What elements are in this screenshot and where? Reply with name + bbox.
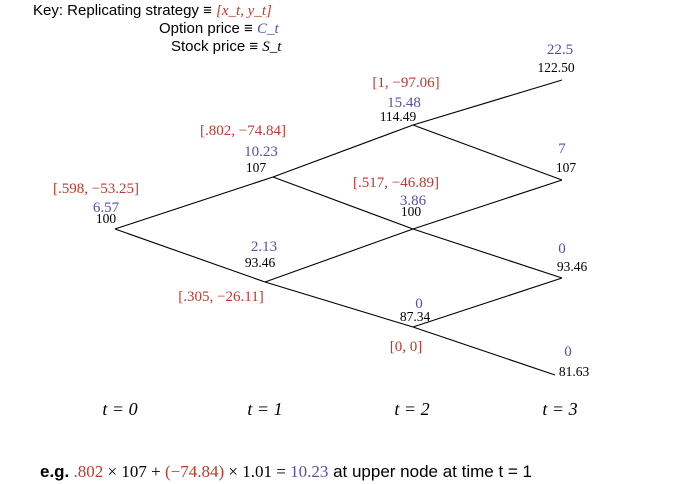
example-mid1: × 107 + (103, 462, 165, 481)
key-strategy-label: Key: Replicating strategy ≡ (33, 2, 217, 19)
node-stock-price-n0: 100 (96, 211, 117, 226)
node-stock-price-n2dd: 87.34 (400, 309, 431, 324)
example-formula: e.g. .802 × 107 + (−74.84) × 1.01 = 10.2… (40, 462, 532, 482)
node-stock-price-n3a: 122.50 (537, 60, 574, 75)
example-mid2: × 1.01 = (224, 462, 291, 481)
node-stock-price-n1d: 93.46 (245, 255, 276, 270)
node-option-price-n2dd: 0 (415, 296, 423, 312)
key-option-value: C_t (256, 21, 279, 37)
node-option-price-n2ud: 3.86 (400, 193, 427, 209)
node-option-price-n3b: 7 (558, 141, 566, 157)
tree-edge-n1u-n2uu (272, 124, 414, 178)
example-prefix: e.g. (40, 462, 70, 481)
node-strategy-n1d: [.305, −26.11] (178, 289, 263, 305)
tree-edge-n1d-n2dd (264, 281, 414, 328)
key-option-label: Option price ≡ (159, 20, 257, 37)
node-option-price-n1d: 2.13 (251, 239, 277, 255)
time-label-2: t = 2 (394, 399, 429, 419)
node-strategy-n2ud: [.517, −46.89] (353, 175, 439, 191)
tree-edge-n0-n1d (114, 228, 266, 283)
tree-edge-n2dd-n3c (412, 277, 563, 328)
node-strategy-n2uu: [1, −97.06] (372, 75, 439, 91)
node-option-price-n0: 6.57 (93, 200, 120, 216)
tree-edge-n2ud-n3c (412, 228, 563, 279)
node-stock-price-n3c: 93.46 (557, 259, 588, 274)
key-line-strategy: Key: Replicating strategy ≡ [x_t, y_t] (33, 2, 272, 20)
node-stock-price-n3b: 107 (556, 160, 577, 175)
node-strategy-n0: [.598, −53.25] (53, 181, 139, 197)
node-option-price-n2uu: 15.48 (387, 95, 421, 111)
time-label-0: t = 0 (102, 399, 137, 419)
key-stock-value: S_t (262, 39, 282, 55)
node-option-price-n3a: 22.5 (547, 42, 573, 58)
time-label-1: t = 1 (247, 399, 282, 419)
node-strategy-n1u: [.802, −74.84] (200, 123, 286, 139)
tree-edge-n2dd-n3d (412, 326, 556, 376)
node-stock-price-n1u: 107 (246, 160, 267, 175)
node-option-price-n3c: 0 (558, 241, 566, 257)
key-line-stock: Stock price ≡ S_t (171, 38, 281, 56)
example-term-strategy-x: .802 (73, 462, 104, 481)
node-option-price-n1u: 10.23 (244, 144, 278, 160)
example-term-strategy-y: (−74.84) (164, 462, 225, 481)
example-suffix: at upper node at time t = 1 (328, 462, 533, 481)
time-label-3: t = 3 (542, 399, 577, 419)
node-stock-price-n2uu: 114.49 (380, 109, 417, 124)
key-strategy-value: [x_t, y_t] (216, 3, 272, 19)
key-line-option: Option price ≡ C_t (159, 20, 279, 38)
key-stock-label: Stock price ≡ (171, 38, 263, 55)
example-result: 10.23 (290, 462, 329, 481)
tree-edge-n2uu-n3b (412, 124, 563, 181)
tree-edges (114, 79, 563, 376)
tree-edge-n0-n1u (114, 176, 274, 230)
node-stock-price-n3d: 81.63 (559, 364, 590, 379)
tree-edge-n1d-n2ud (264, 228, 414, 283)
tree-edge-n2ud-n3b (412, 179, 563, 230)
tree-edge-n2uu-n3a (412, 79, 563, 126)
node-option-price-n3d: 0 (564, 344, 572, 360)
time-axis: t = 0 t = 1 t = 2 t = 3 (102, 399, 577, 419)
tree-edge-n1u-n2ud (272, 176, 414, 230)
node-stock-price-n2ud: 100 (401, 204, 422, 219)
node-strategy-n2dd: [0, 0] (390, 339, 423, 355)
